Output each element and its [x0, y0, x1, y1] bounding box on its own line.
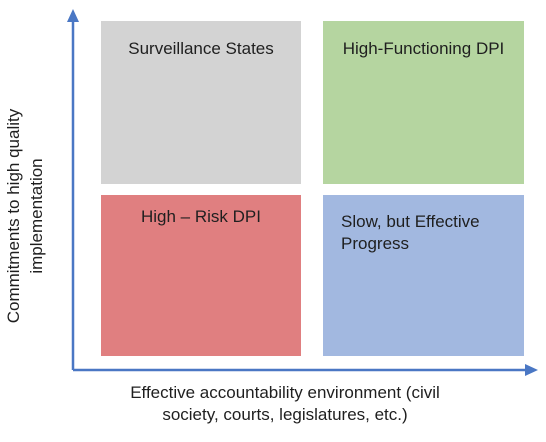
x-axis-label: Effective accountability environment (ci…	[130, 383, 440, 424]
quadrant-high-risk-dpi: High – Risk DPI	[101, 195, 301, 356]
quadrant-label: High – Risk DPI	[141, 207, 261, 226]
quadrant-label: Slow, but Effective Progress	[341, 212, 480, 253]
quadrant-label: Surveillance States	[128, 39, 274, 58]
quadrant-high-functioning-dpi: High-Functioning DPI	[323, 21, 524, 184]
quadrant-label: High-Functioning DPI	[342, 39, 505, 58]
y-axis-arrow	[67, 9, 79, 370]
quadrant-slow-effective-progress: Slow, but Effective Progress	[323, 195, 524, 356]
x-axis-arrow	[73, 364, 538, 376]
y-axis-label: Commitments to high quality implementati…	[4, 108, 46, 324]
quadrant-surveillance-states: Surveillance States	[101, 21, 301, 184]
